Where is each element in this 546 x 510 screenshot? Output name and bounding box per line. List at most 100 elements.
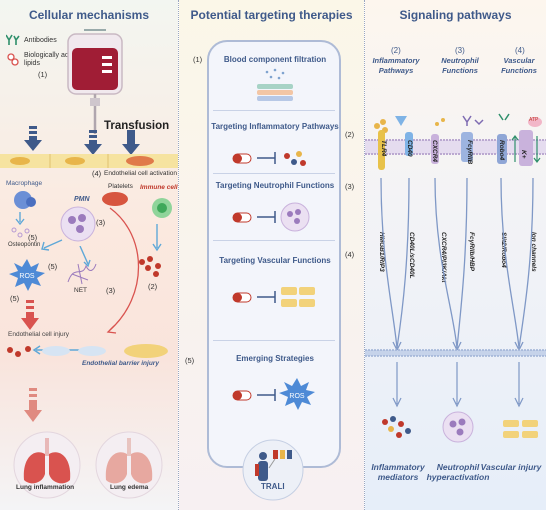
net-icon <box>67 263 97 285</box>
number-5: (5) <box>48 262 58 271</box>
atp-label: ATP <box>529 117 539 123</box>
cxcr4-label: CXCR4 <box>431 140 438 163</box>
antibodies-label: Antibodies <box>24 37 57 44</box>
cd40-label: CD40 <box>406 140 413 157</box>
arrow-icon <box>152 224 162 252</box>
ros-burst-icon: ROS <box>9 259 45 291</box>
legend-number-1: (1) <box>38 70 48 79</box>
osteopontin-label: Osteopontin <box>8 242 41 248</box>
therapy-blood-filtration: Blood component filtration <box>223 55 327 64</box>
curved-arrow-icon <box>106 207 139 334</box>
lung-inflammation-label: Lung inflammation <box>16 484 75 491</box>
transfusion-label: Transfusion <box>104 120 170 132</box>
endothelial-layer <box>0 154 178 168</box>
therapy-vascular: Targeting Vascular Functions <box>219 256 331 265</box>
net-label: NET <box>74 287 87 294</box>
signaling-arrows <box>380 177 534 352</box>
kplus-label: K+ <box>520 150 527 159</box>
antibody-icon <box>6 34 20 45</box>
column-inflammatory: Inflammatory Pathways <box>372 56 420 75</box>
therapies-panel: Potential targeting therapies (1) Blood … <box>179 0 364 510</box>
outcome-arrows <box>392 362 524 408</box>
divider <box>364 0 365 510</box>
lung-edema-icon <box>95 431 163 499</box>
mediators-icon <box>382 416 411 438</box>
neutrophil-icon <box>60 206 96 242</box>
therapy-capsule <box>207 40 341 468</box>
signaling-panel: Signaling pathways (2) Inflammatory Path… <box>365 0 546 510</box>
receptors-icon <box>378 130 541 170</box>
arrow-icon <box>79 246 91 268</box>
column-number: (2) <box>391 46 401 55</box>
lung-inflammation-icon <box>13 431 81 499</box>
fcgr-label: FcγRIIB <box>466 140 473 165</box>
column-vascular: Vascular Functions <box>501 56 537 75</box>
column-number: (4) <box>515 46 525 55</box>
barrier-injury-label: Endothelial barrier injury <box>82 360 159 367</box>
down-arrow-icon <box>84 130 102 155</box>
number-3: (3) <box>96 218 106 227</box>
tlr4-label: TLR4 <box>380 140 387 157</box>
cellular-mechanisms-panel: Cellular mechanisms Antibodies Biologica… <box>0 0 178 510</box>
macrophage-icon <box>14 191 36 209</box>
platelet-icon <box>102 192 128 206</box>
signaling-title: Signaling pathways <box>399 8 512 22</box>
outcome-inflammatory-mediators: Inflammatory mediators <box>371 462 425 482</box>
macrophage-label: Macrophage <box>6 180 43 187</box>
number-4: (4) <box>92 169 102 178</box>
trali-patient-icon <box>242 439 304 501</box>
immune-cell-icon <box>152 198 172 218</box>
down-arrow-icon <box>21 300 39 330</box>
down-arrow-icon <box>24 388 42 422</box>
column-neutrophil: Neutrophil Functions <box>441 56 479 75</box>
therapy-inflammatory: Targeting Inflammatory Pathways <box>211 122 339 131</box>
therapy-number-4: (4) <box>345 250 355 259</box>
robo4-label: Robo4 <box>498 140 505 161</box>
therapy-number-2: (2) <box>345 130 355 139</box>
therapy-number-3: (3) <box>345 182 355 191</box>
osteopontin-icon <box>11 227 30 238</box>
separator <box>213 110 335 111</box>
outcome-neutrophil-hyperactivation: Neutrophil hyperactivation <box>426 462 490 482</box>
filter-icon <box>257 68 293 101</box>
arrow-icon <box>41 239 63 251</box>
lipid-icon <box>7 53 19 66</box>
outcome-vascular-injury: Vascular injury <box>480 462 542 472</box>
platelets-label: Platelets <box>108 183 133 190</box>
number-3: (3) <box>106 286 116 295</box>
ros-inhibition-icon: ROS <box>232 378 315 410</box>
hyperactive-neutrophil-icon <box>442 411 474 443</box>
vascular-injury-icon <box>503 420 538 438</box>
blood-cells-icon <box>139 256 161 277</box>
ros-text: ROS <box>19 273 35 280</box>
trali-label: TRALI <box>261 482 285 491</box>
pmn-label: PMN <box>74 196 90 203</box>
cellular-mechanisms-title: Cellular mechanisms <box>28 8 150 22</box>
arrow-icon <box>15 212 25 226</box>
therapy-number-5: (5) <box>185 356 195 365</box>
number-2: (2) <box>148 282 158 291</box>
number-5: (5) <box>10 294 20 303</box>
down-arrow-icon <box>122 130 140 155</box>
inflammatory-inhibition-icon <box>232 151 306 166</box>
column-number: (3) <box>455 46 465 55</box>
therapy-neutrophil: Targeting Neutrophil Functions <box>215 181 335 190</box>
endothelial-injury-label: Endothelial cell injury <box>8 331 70 338</box>
endothelial-activation-label: Endothelial cell activation <box>104 170 177 177</box>
down-arrow-icon <box>24 126 42 151</box>
therapies-title: Potential targeting therapies <box>190 8 353 22</box>
lung-edema-label: Lung edema <box>110 484 149 491</box>
divider <box>178 0 179 510</box>
lower-membrane <box>365 349 546 357</box>
lipids-label: Biologically active lipids <box>24 52 80 67</box>
vascular-inhibition-icon <box>232 287 315 307</box>
separator <box>213 240 335 241</box>
separator <box>213 340 335 341</box>
ros-text: ROS <box>289 393 305 400</box>
blood-bag-icon <box>67 29 123 134</box>
number-5: (5) <box>28 233 38 242</box>
therapy-number-1: (1) <box>193 55 203 64</box>
therapy-emerging: Emerging Strategies <box>236 354 314 363</box>
separator <box>213 173 335 174</box>
neutrophil-inhibition-icon <box>232 202 310 232</box>
